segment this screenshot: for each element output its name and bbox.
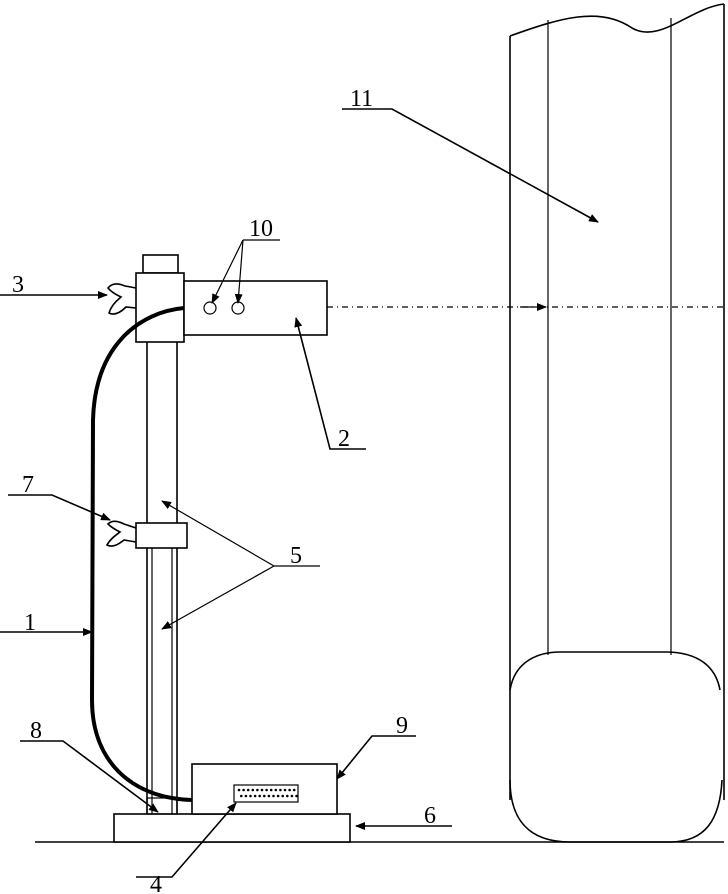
connector-pin [276, 794, 280, 798]
lower-wing-screw [105, 520, 137, 547]
signal-cable [89, 306, 193, 802]
indicator-light-a [203, 301, 217, 315]
connector-pin [244, 794, 248, 798]
connector-port [233, 784, 299, 803]
label-9: 9 [396, 713, 408, 739]
sensor-housing [183, 280, 328, 336]
label-5: 5 [290, 543, 302, 569]
label-2: 2 [338, 426, 350, 452]
connector-pin [295, 794, 298, 798]
connector-pin [246, 788, 250, 792]
connector-pin [258, 794, 262, 798]
top-cap [142, 254, 179, 274]
connector-pin [283, 788, 287, 792]
connector-pin [279, 788, 282, 792]
lower-clamp [135, 522, 188, 549]
connector-pin [251, 788, 255, 792]
connector-pin [237, 788, 241, 792]
connector-pin [288, 788, 291, 792]
connector-pin [249, 794, 252, 798]
connector-pin [265, 788, 268, 792]
base-plate [113, 813, 351, 843]
connector-pin [256, 788, 259, 792]
connector-pin [253, 794, 257, 798]
connector-pin [240, 794, 243, 798]
connector-pin [242, 788, 245, 792]
connector-pin [267, 794, 271, 798]
control-box [191, 763, 338, 815]
connector-pin [290, 794, 294, 798]
leader-lines [0, 108, 599, 878]
label-6: 6 [424, 803, 436, 829]
label-10: 10 [249, 216, 273, 242]
vertical-column [146, 342, 178, 814]
connector-pin [272, 794, 275, 798]
connector-pin [269, 788, 273, 792]
connector-pin [286, 794, 289, 798]
connector-pin [260, 788, 264, 792]
upper-wing-screw [106, 283, 137, 315]
connector-pin [292, 788, 296, 792]
label-8: 8 [30, 718, 42, 744]
cable-clamp [146, 797, 178, 815]
connector-pin [281, 794, 285, 798]
label-7: 7 [22, 472, 34, 498]
label-1: 1 [24, 610, 36, 636]
label-11: 11 [350, 86, 373, 112]
connector-pin [263, 794, 266, 798]
test-tube [509, 3, 725, 843]
connector-pin [274, 788, 278, 792]
label-3: 3 [12, 272, 24, 298]
label-4: 4 [150, 872, 162, 894]
